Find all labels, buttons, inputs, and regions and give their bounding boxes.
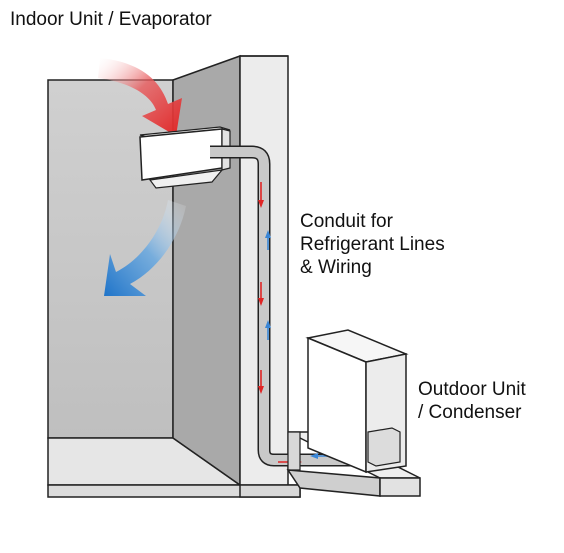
outdoor-unit-label-line-2: / Condenser — [418, 402, 522, 423]
outdoor-unit-panel — [367, 427, 401, 467]
wall-base-step — [239, 484, 301, 498]
conduit-label-line-2: Refrigerant Lines — [300, 234, 445, 255]
side-wall-face — [172, 54, 241, 487]
outdoor-unit-left — [307, 336, 367, 474]
outdoor-pad-top-2 — [287, 431, 301, 471]
indoor-unit-label-text: Indoor Unit / Evaporator — [10, 9, 212, 30]
flow-arrow-down-1 — [258, 182, 264, 208]
conduit-label-line-1: Conduit for — [300, 211, 393, 232]
flow-arrow-up-1 — [265, 230, 271, 250]
warm-air-arrow — [98, 58, 182, 136]
cool-air-arrow — [104, 200, 186, 296]
indoor-unit-label: Indoor Unit / Evaporator — [10, 8, 212, 31]
outdoor-unit-label-line-1: Outdoor Unit — [418, 379, 526, 400]
outdoor-pad-front — [286, 469, 381, 497]
outdoor-pad-side — [379, 477, 421, 497]
flow-arrow-up-2 — [265, 320, 271, 340]
refrigerant-conduit-fill — [210, 147, 380, 465]
flow-arrow-down-3 — [258, 370, 264, 394]
flow-arrow-down-2 — [258, 282, 264, 306]
indoor-unit-vent — [148, 169, 224, 189]
outdoor-unit-label: Outdoor Unit / Condenser — [418, 378, 526, 424]
conduit-label: Conduit for Refrigerant Lines & Wiring — [300, 210, 445, 279]
conduit-label-line-3: & Wiring — [300, 257, 372, 278]
